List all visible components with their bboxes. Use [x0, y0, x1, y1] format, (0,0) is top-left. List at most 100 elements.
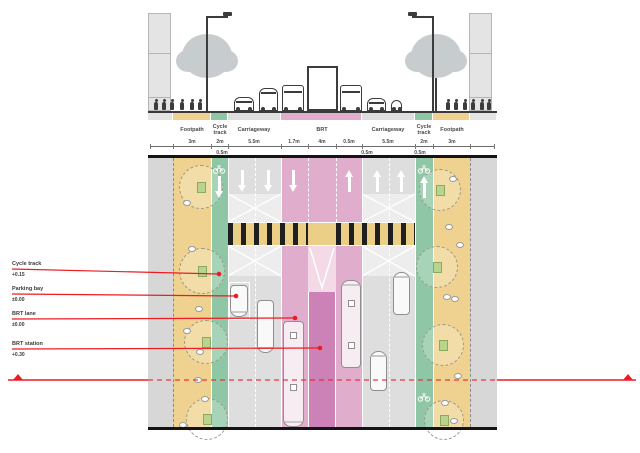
dim-value: 4m: [318, 139, 326, 145]
direction-arrow-icon: [237, 185, 246, 192]
wheel-icon: [298, 107, 302, 111]
pedestrian-icon: [183, 200, 191, 206]
vehicle-windshield: [232, 311, 246, 313]
tree-icon: [176, 50, 200, 72]
lane-divider-dashed: [335, 158, 337, 222]
dim-label: Cycle track: [212, 124, 228, 137]
tree-pit: [197, 182, 206, 193]
plan-edge-bar: [148, 155, 497, 158]
street-lamp-icon: [432, 16, 434, 111]
wheel-icon: [272, 107, 276, 111]
wheel-icon: [356, 107, 360, 111]
crosswalk-stripes-left: [228, 222, 308, 246]
plan-van: [257, 300, 274, 353]
pedestrian-icon: [454, 373, 462, 379]
tree-trunk: [435, 78, 437, 111]
annotation-label: BRT lane: [12, 311, 36, 317]
direction-arrow-icon: [422, 183, 426, 198]
ground-segment-building-frontage: [470, 113, 496, 120]
ground-segment-footpath: [433, 113, 469, 120]
dim-value: 3m: [188, 139, 196, 145]
tree-pit: [433, 262, 442, 273]
annotation-label: Parking bay: [12, 286, 44, 292]
direction-arrow-icon: [263, 185, 272, 192]
wheel-icon: [261, 107, 265, 111]
dim-label: Footpath: [440, 127, 464, 133]
lane-edge-line: [361, 158, 363, 427]
wheel-icon: [369, 107, 373, 111]
building-section: [148, 13, 171, 111]
dim-value: 2m: [420, 139, 428, 145]
person-icon: [463, 99, 467, 110]
lane-edge-line: [414, 158, 416, 427]
ground-segment-brt: [281, 113, 361, 120]
direction-arrow-icon: [375, 177, 379, 192]
plan-car: [230, 285, 248, 317]
dim-tick: [415, 144, 416, 149]
wheel-icon: [392, 107, 396, 111]
direction-arrow-icon: [344, 170, 353, 177]
building-section: [469, 13, 492, 111]
pedestrian-icon: [449, 176, 457, 182]
person-icon: [446, 99, 450, 110]
vehicle-windshield: [285, 421, 302, 423]
vehicle-window-line: [342, 91, 360, 93]
lane-divider-dashed: [307, 158, 309, 222]
wheel-icon: [342, 107, 346, 111]
ground-segment-cycle-track: [415, 113, 432, 120]
direction-arrow-icon: [214, 191, 223, 198]
ground-segment-carriageway: [362, 113, 414, 120]
lane-edge-line: [280, 158, 282, 427]
building-floor-line: [148, 53, 171, 54]
dim-tick: [433, 144, 434, 149]
person-icon: [162, 99, 166, 110]
direction-arrow-icon: [240, 170, 244, 185]
wheel-icon: [248, 107, 252, 111]
dim-line: [150, 146, 494, 147]
lane-edge-line: [227, 158, 229, 427]
direction-arrow-icon: [372, 170, 381, 177]
tree-pit: [436, 185, 445, 196]
street-lamp-arm: [207, 16, 228, 18]
dim-tick: [150, 144, 151, 149]
dim-value: 0.5m: [343, 139, 355, 145]
street-lamp-head: [408, 12, 417, 16]
annotation-level: ±0.00: [12, 322, 25, 328]
dim-secondary-value: 0.5m: [216, 150, 228, 156]
dim-tick: [362, 144, 363, 149]
dim-value: 3m: [448, 139, 456, 145]
dim-tick: [173, 144, 174, 149]
direction-arrow-icon: [291, 170, 295, 185]
direction-arrow-icon: [266, 170, 270, 185]
direction-arrow-icon: [399, 177, 403, 192]
person-icon: [198, 99, 202, 110]
pedestrian-icon: [188, 246, 196, 252]
dim-tick: [470, 144, 471, 149]
pedestrian-icon: [441, 400, 449, 406]
plan-car: [370, 351, 387, 391]
annotation-label: Cycle track: [12, 261, 42, 267]
lane-edge-line: [432, 158, 434, 427]
building-floor-line: [469, 97, 492, 98]
dim-label: Cycle track: [416, 124, 432, 137]
street-lamp-icon: [206, 16, 208, 111]
ground-segment-building-frontage: [148, 113, 172, 120]
pedestrian-icon: [445, 224, 453, 230]
bus-hatch: [347, 300, 355, 307]
plan-edge-bar: [148, 427, 497, 430]
person-icon: [190, 99, 194, 110]
pedestrian-icon: [450, 418, 458, 424]
tree-icon: [443, 50, 467, 72]
vehicle-windshield: [343, 284, 359, 286]
brt-shelter-icon: [307, 66, 338, 111]
dim-tick: [336, 144, 337, 149]
vehicle-windshield: [372, 355, 385, 357]
bus-hatch: [290, 332, 297, 339]
ground-segment-carriageway: [228, 113, 280, 120]
dim-value: 5.5m: [248, 139, 260, 145]
building-floor-line: [148, 97, 171, 98]
person-icon: [487, 99, 491, 110]
tree-icon: [214, 50, 238, 72]
